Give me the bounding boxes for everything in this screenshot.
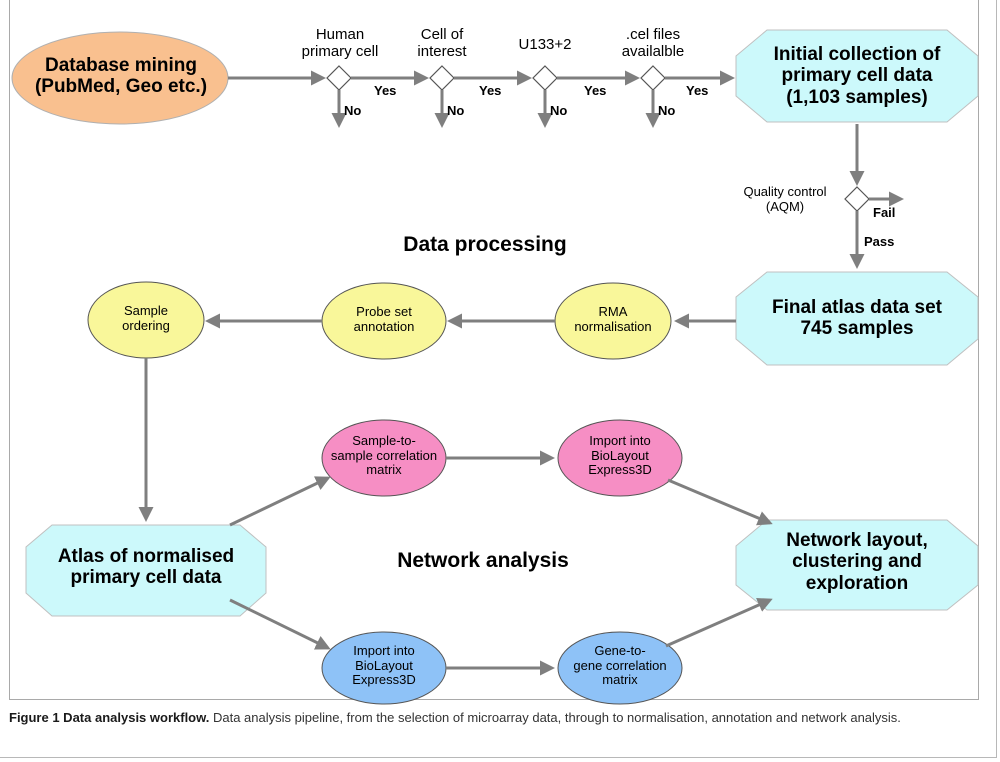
section-network-analysis: Network analysis [397, 549, 569, 572]
g2g-label: Gene-to- gene correlation matrix [573, 643, 667, 688]
atlas-label: Atlas of normalised primary cell data [57, 546, 235, 589]
start-text: Database mining (PubMed, Geo etc.) [34, 55, 208, 98]
workflow-diagram [11, 29, 979, 705]
check-label-4: .cel files availalble [621, 26, 685, 60]
final-atlas-shape [735, 271, 979, 366]
qc-diamond [844, 186, 870, 212]
pass-label: Pass [864, 234, 895, 249]
check-label-3: U133+2 [518, 36, 572, 53]
decision-diamond [429, 65, 455, 91]
network-shape [735, 519, 979, 611]
figure-caption: Figure 1 Data analysis workflow. Data an… [9, 708, 969, 728]
arrow [229, 598, 331, 650]
diagram-frame [9, 0, 979, 700]
final-atlas-label: Final atlas data set 745 samples [771, 297, 942, 340]
yes-label: Yes [479, 83, 502, 98]
s2s-label: Sample-to- sample correlation matrix [330, 433, 438, 478]
g2g-shape [557, 631, 683, 705]
no-label: No [658, 103, 676, 118]
start-node-label: Database mining (PubMed, Geo etc.) [16, 55, 226, 98]
qc-label: Quality control (AQM) [743, 184, 827, 214]
check-label-1: Human primary cell [301, 26, 379, 60]
no-label: No [344, 103, 362, 118]
yes-label: Yes [374, 83, 397, 98]
initial-collection-shape [735, 29, 979, 123]
network-label: Network layout, clustering and explorati… [786, 530, 928, 594]
initial-collection-label: Initial collection of primary cell data … [773, 44, 941, 108]
yes-label: Yes [686, 83, 709, 98]
yes-label: Yes [584, 83, 607, 98]
decision-diamond [640, 65, 666, 91]
probe-label: Probe set annotation [353, 304, 415, 334]
decision-diamond [326, 65, 352, 91]
check-label-2: Cell of interest [417, 26, 467, 60]
import-top-label: Import into BioLayout Express3D [588, 433, 652, 478]
decision-diamond [532, 65, 558, 91]
import-bottom-label: Import into BioLayout Express3D [352, 643, 416, 688]
rma-label: RMA normalisation [574, 304, 652, 334]
fail-label: Fail [873, 205, 896, 220]
no-label: No [550, 103, 568, 118]
caption-label: Figure 1 Data analysis workflow. [9, 710, 210, 725]
arrow [229, 476, 331, 527]
import-top-shape [557, 419, 683, 497]
arrow [667, 478, 773, 526]
caption-text: Data analysis pipeline, from the selecti… [212, 710, 901, 725]
section-data-processing: Data processing [403, 233, 567, 256]
arrow [665, 597, 773, 648]
ordering-label: Sample ordering [122, 303, 170, 333]
no-label: No [447, 103, 465, 118]
atlas-shape [25, 524, 267, 617]
